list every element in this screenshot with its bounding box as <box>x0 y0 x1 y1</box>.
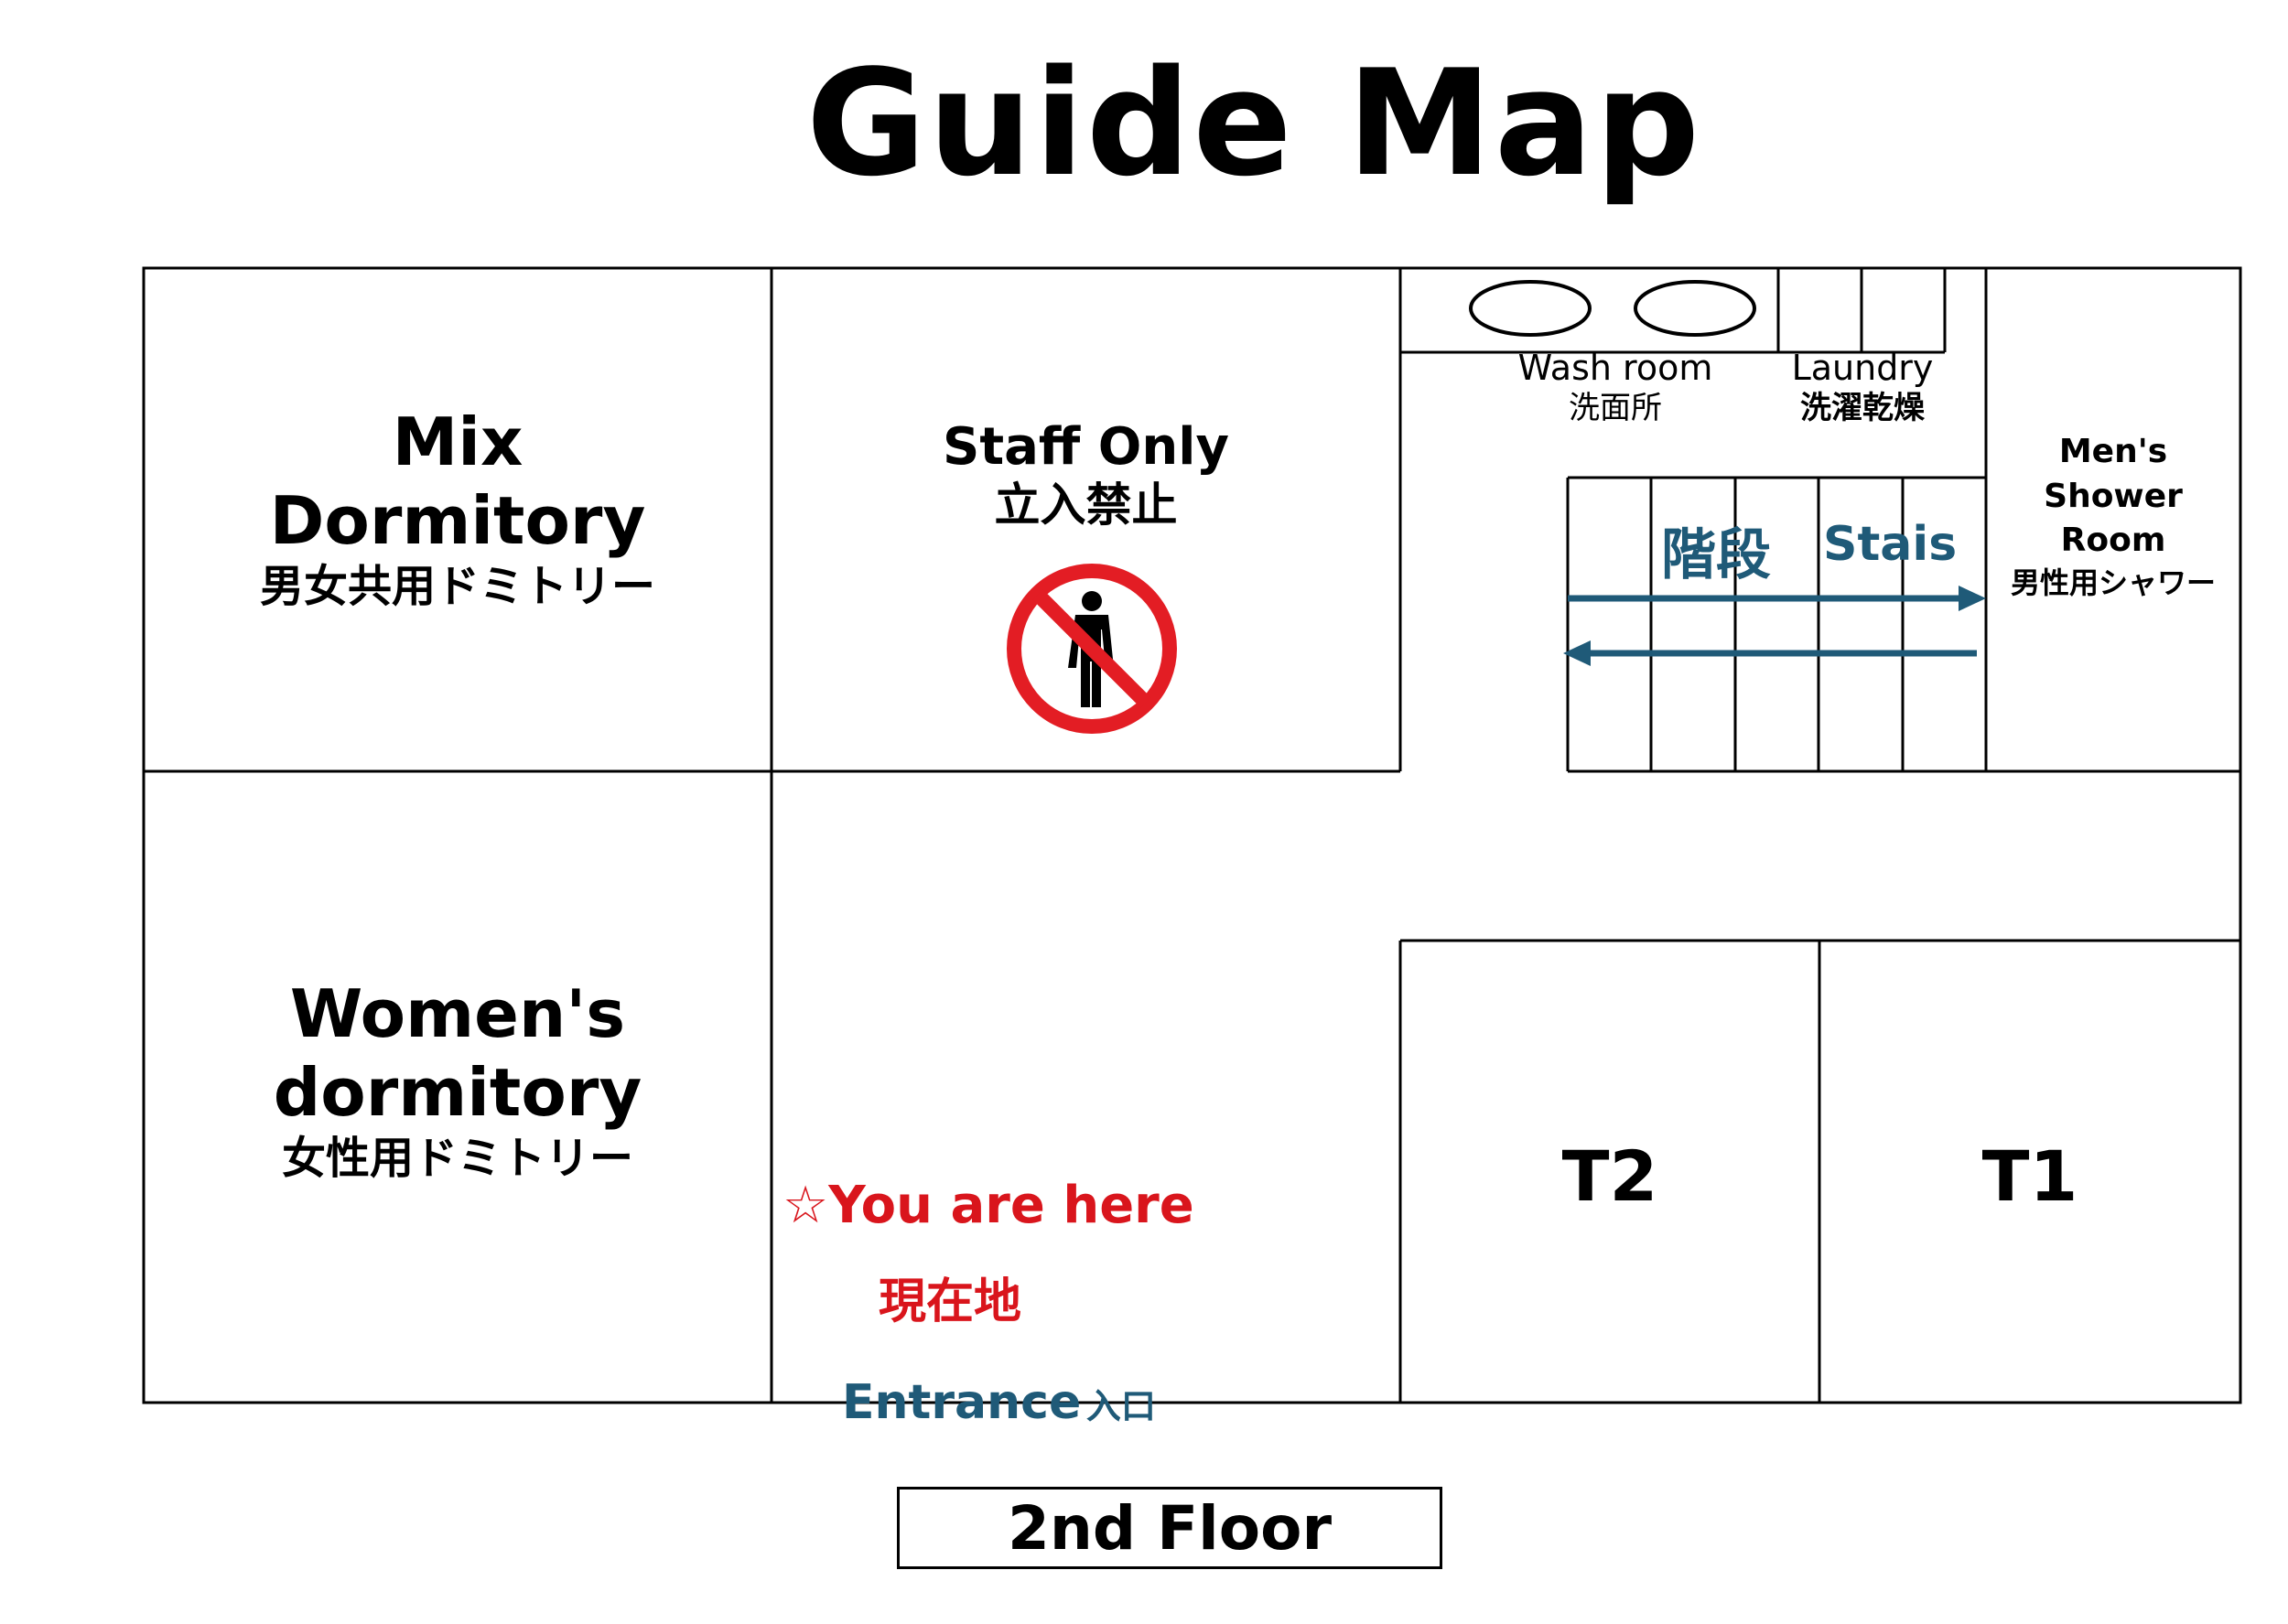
you-are-here-en: You are here <box>828 1176 1194 1235</box>
sink-icon <box>1469 280 1592 337</box>
mix-dormitory-en-line1: Mix <box>392 403 523 480</box>
mens-shower-en-line3: Room <box>2060 522 2166 560</box>
womens-dormitory-jp: 女性用ドミトリー <box>281 1132 633 1184</box>
you-are-here-jp: 現在地 <box>879 1274 1022 1329</box>
page-title: Guide Map <box>805 38 1702 209</box>
stairs-en: Stais <box>1823 517 1958 572</box>
mens-shower-jp: 男性用シャワー <box>2010 565 2216 600</box>
t2-label: T2 <box>1561 1135 1658 1217</box>
womens-dormitory-en-line2: dormitory <box>273 1054 642 1132</box>
mens-shower-en-line2: Shower <box>2044 477 2183 515</box>
entrance-en: Entrance <box>842 1375 1082 1430</box>
womens-dormitory-label: Women's dormitory 女性用ドミトリー <box>144 974 772 1185</box>
staff-only-label: Staff Only 立入禁止 <box>772 416 1400 532</box>
you-are-here-marker: ☆You are here <box>782 1176 1194 1235</box>
outer-frame <box>142 266 2242 1404</box>
mens-shower-label: Men's Shower Room 男性用シャワー <box>1986 430 2240 603</box>
laundry-label: Laundry 洗濯乾燥 <box>1766 348 1959 426</box>
mens-shower-en-line1: Men's <box>2058 433 2168 470</box>
t1-label: T1 <box>1981 1135 2078 1217</box>
star-icon: ☆ <box>782 1176 829 1235</box>
wash-room-jp: 洗面所 <box>1569 389 1662 426</box>
laundry-en: Laundry <box>1791 348 1934 388</box>
mix-dormitory-jp: 男女共用ドミトリー <box>259 560 655 612</box>
floor-label: 2nd Floor <box>897 1487 1442 1569</box>
staff-only-en: Staff Only <box>943 417 1229 477</box>
wash-room-en: Wash room <box>1517 348 1713 388</box>
entrance-jp: 入口 <box>1085 1386 1156 1426</box>
wash-room-label: Wash room 洗面所 <box>1446 348 1785 426</box>
staff-only-jp: 立入禁止 <box>994 479 1178 532</box>
stairs-jp: 階段 <box>1661 523 1771 587</box>
sink-icon <box>1634 280 1756 337</box>
womens-dormitory-en-line1: Women's <box>289 975 626 1052</box>
mix-dormitory-label: Mix Dormitory 男女共用ドミトリー <box>144 403 772 613</box>
no-entry-person-icon <box>1007 564 1177 734</box>
stairs-direction-arrows <box>1563 586 1986 666</box>
laundry-jp: 洗濯乾燥 <box>1800 389 1925 426</box>
entrance-label: Entrance 入口 <box>842 1375 1156 1430</box>
mix-dormitory-en-line2: Dormitory <box>269 482 646 560</box>
